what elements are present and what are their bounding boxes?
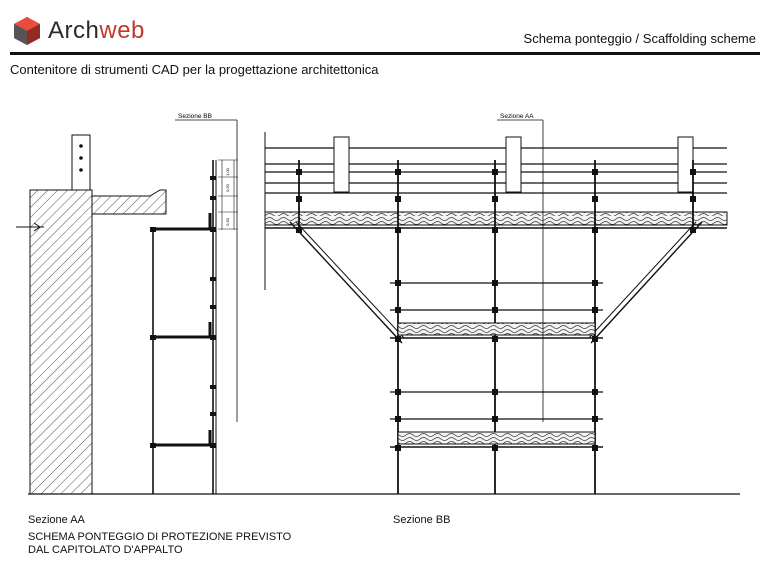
- page-subtitle: Contenitore di strumenti CAD per la prog…: [10, 62, 379, 77]
- scaffolding-drawing: 1,00 0,50 0,50 Sezione BB: [16, 113, 740, 495]
- caption-left: Sezione AA: [28, 514, 85, 526]
- dim-text-2: 0,50: [225, 183, 230, 192]
- dim-text-1: 1,00: [225, 167, 230, 176]
- section-bb-tag: Sezione BB: [178, 113, 212, 120]
- header: Archweb Schema ponteggio / Scaffolding s…: [0, 0, 768, 56]
- level-marker: [16, 222, 44, 232]
- archweb-logo-icon: [14, 17, 40, 45]
- right-couplers: [296, 169, 696, 451]
- archweb-logo[interactable]: Archweb: [12, 16, 145, 46]
- left-section: [16, 119, 238, 495]
- note-line-1: SCHEMA PONTEGGIO DI PROTEZIONE PREVISTO: [28, 531, 292, 543]
- wall-hatched: [29, 189, 93, 495]
- section-aa-tag: Sezione AA: [500, 113, 534, 120]
- middle-deck: [397, 322, 596, 336]
- archweb-wordmark: Archweb: [48, 17, 145, 44]
- parapet-post: [71, 134, 91, 191]
- lower-deck: [397, 431, 596, 445]
- caption-right: Sezione BB: [393, 514, 451, 526]
- page-title: Schema ponteggio / Scaffolding scheme: [523, 31, 756, 46]
- dim-text-3: 0,50: [225, 217, 230, 226]
- slab-overhang: [91, 189, 167, 215]
- note-line-2: DAL CAPITOLATO D'APPALTO: [28, 544, 183, 556]
- right-section: [264, 119, 728, 494]
- top-deck: [264, 211, 728, 226]
- caption-note: SCHEMA PONTEGGIO DI PROTEZIONE PREVISTO …: [28, 531, 291, 557]
- header-divider: [10, 52, 760, 55]
